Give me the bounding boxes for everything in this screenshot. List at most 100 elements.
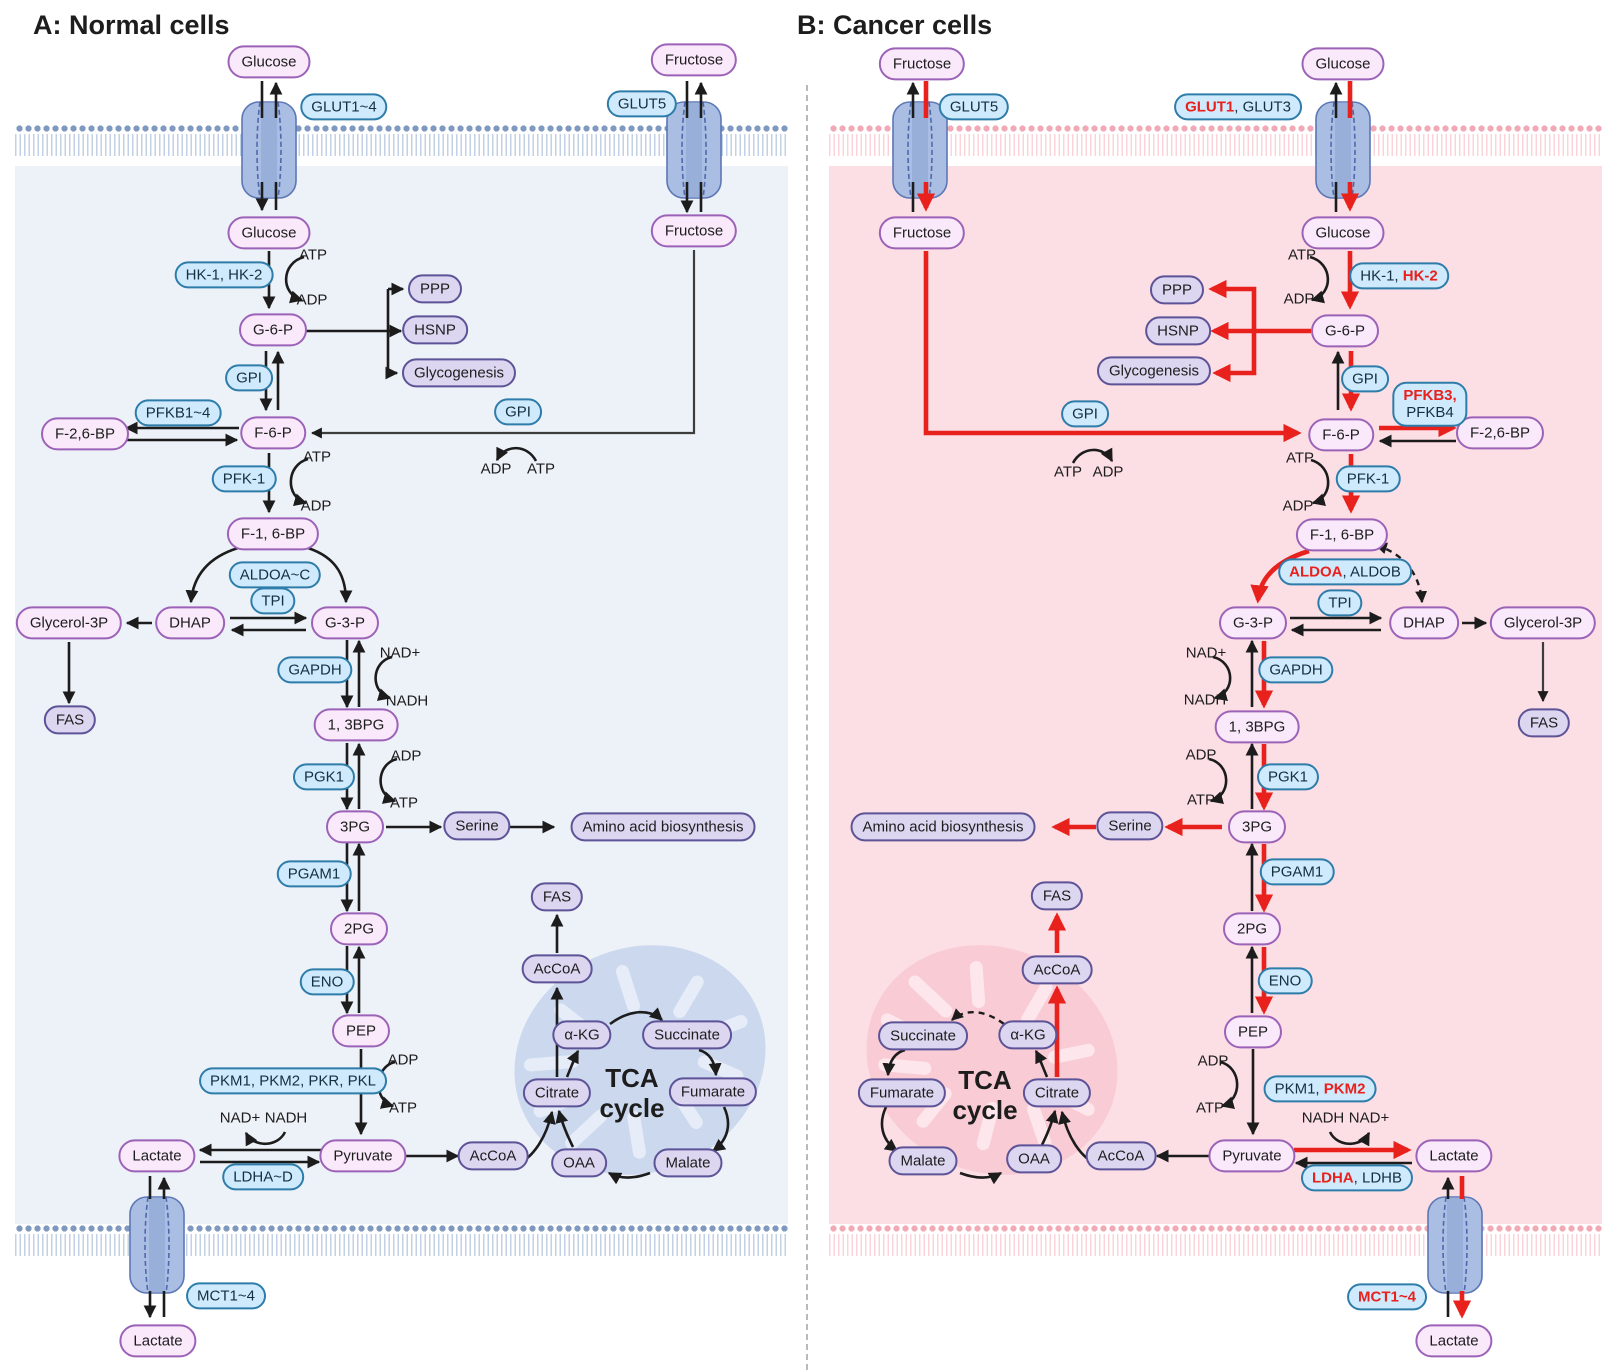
b-amino-acid-biosynthesis: Amino acid biosynthesis [850,812,1036,842]
a-fumarate: Fumarate [668,1077,758,1107]
b-ppp: PPP [1149,275,1205,305]
a-atp-pgk1: ATP [389,794,419,812]
b-lactate-intracellular: Lactate [1415,1139,1493,1173]
b-enzyme-gpi-fructose: GPI [1061,400,1109,428]
b-fructose-extracellular: Fructose [878,47,966,81]
b-tca-label: TCA cycle [952,1065,1018,1125]
a-g6p: G-6-P [238,313,308,347]
b-enzyme-tpi: TPI [1317,589,1363,617]
a-glucose-extracellular: Glucose [227,45,311,79]
b-oaa: OAA [1006,1144,1062,1174]
a-f26bp: F-2,6-BP [40,417,130,451]
b-glycerol3p: Glycerol-3P [1489,606,1597,640]
b-atp-gpi: ATP [1053,463,1083,481]
a-fructose-intracellular: Fructose [650,214,738,248]
cancer-pathway-red-arrows [916,81,1472,1319]
b-atp-hk: ATP [1287,246,1317,264]
b-malate: Malate [888,1146,958,1176]
b-enzyme-aldo: ALDOA, ALDOB [1278,558,1412,586]
a-fructose-extracellular: Fructose [650,43,738,77]
a-nad-ldh: NAD+ [219,1109,261,1127]
a-enzyme-aldoa-c: ALDOA~C [228,561,322,589]
b-succinate: Succinate [878,1021,968,1051]
b-atp-pk: ATP [1195,1099,1225,1117]
a-nadh-gapdh: NADH [385,692,429,710]
a-accoa-cytosol: AcCoA [457,1141,529,1171]
b-lactate-extracellular: Lactate [1415,1324,1493,1358]
a-atp-hk: ATP [298,246,328,264]
a-adp-pgk1: ADP [390,747,422,765]
b-enzyme-pfk1: PFK-1 [1335,465,1401,493]
b-g6p: G-6-P [1310,314,1380,348]
glut5-transporter-a [666,101,722,199]
b-hsnp: HSNP [1145,316,1211,346]
panel-b-title: B: Cancer cells [797,10,993,40]
a-f16bp: F-1, 6-BP [226,517,320,551]
glut-transporter-a [241,101,297,199]
b-fumarate: Fumarate [857,1078,947,1108]
b-enzyme-pgam1: PGAM1 [1259,858,1335,886]
a-glycogenesis: Glycogenesis [401,358,517,388]
panel-a-title: A: Normal cells [33,10,230,40]
b-atp-pfk: ATP [1285,449,1315,467]
b-pyruvate: Pyruvate [1208,1139,1296,1173]
a-atp-pk: ATP [388,1099,418,1117]
a-tca-label: TCA cycle [599,1063,665,1123]
a-lactate-intracellular: Lactate [118,1139,196,1173]
b-nad-gapdh: NAD+ [1185,644,1227,662]
a-atp-pfk: ATP [302,448,332,466]
a-ppp: PPP [407,274,463,304]
a-enzyme-gapdh: GAPDH [277,656,353,684]
a-enzyme-pgam1: PGAM1 [276,860,352,888]
a-g3p: G-3-P [310,606,380,640]
b-atp-pgk1: ATP [1186,791,1216,809]
a-enzyme-glut1-4: GLUT1~4 [300,93,388,121]
a-adp-hk: ADP [296,291,328,309]
b-glucose-intracellular: Glucose [1301,216,1385,250]
b-adp-pgk1: ADP [1185,746,1217,764]
a-fas-tca: FAS [530,882,584,912]
b-adp-hk: ADP [1283,290,1315,308]
b-enzyme-pgk1: PGK1 [1256,763,1320,791]
a-pep: PEP [331,1014,391,1048]
glut5-transporter-b [892,101,948,199]
b-accoa-cytosol: AcCoA [1085,1141,1157,1171]
b-enzyme-glut1-3: GLUT1, GLUT3 [1174,93,1302,121]
cancer-cell-membrane-top [829,124,1602,166]
b-enzyme-gapdh: GAPDH [1258,656,1334,684]
b-13bpg: 1, 3BPG [1214,710,1300,744]
b-g3p: G-3-P [1218,606,1288,640]
mct-transporter-b [1427,1196,1483,1294]
a-nad-gapdh: NAD+ [379,644,421,662]
a-amino-acid-biosynthesis: Amino acid biosynthesis [570,812,756,842]
b-fas-tca: FAS [1030,881,1084,911]
a-enzyme-gpi-fructose: GPI [494,398,542,426]
a-oaa: OAA [551,1148,607,1178]
b-2pg: 2PG [1222,912,1282,946]
a-alpha-kg: α-KG [552,1020,612,1050]
a-dhap: DHAP [155,606,225,640]
b-alpha-kg: α-KG [998,1020,1058,1050]
a-enzyme-eno: ENO [299,968,355,996]
a-hsnp: HSNP [402,315,468,345]
b-citrate: Citrate [1022,1078,1092,1108]
b-serine: Serine [1096,811,1164,841]
mct-transporter-a [129,1196,185,1294]
b-adp-gpi: ADP [1092,463,1124,481]
a-enzyme-pfk1: PFK-1 [211,465,277,493]
a-enzyme-pkm: PKM1, PKM2, PKR, PKL [199,1067,387,1095]
b-enzyme-pfkb3-4: PFKB3,PFKB4 [1392,381,1468,427]
b-f6p: F-6-P [1308,418,1374,452]
a-citrate: Citrate [522,1078,592,1108]
b-enzyme-hk: HK-1, HK-2 [1349,262,1449,290]
a-atp-gpi: ATP [526,460,556,478]
a-fas-glycerol: FAS [43,705,97,735]
b-nadh-gapdh: NADH [1183,691,1227,709]
a-enzyme-ldha-d: LDHA~D [222,1163,304,1191]
a-serine: Serine [443,811,511,841]
b-enzyme-mct1-4: MCT1~4 [1347,1283,1427,1311]
a-enzyme-tpi: TPI [250,587,296,615]
a-succinate: Succinate [642,1020,732,1050]
normal-cell-membrane-top [15,124,788,166]
